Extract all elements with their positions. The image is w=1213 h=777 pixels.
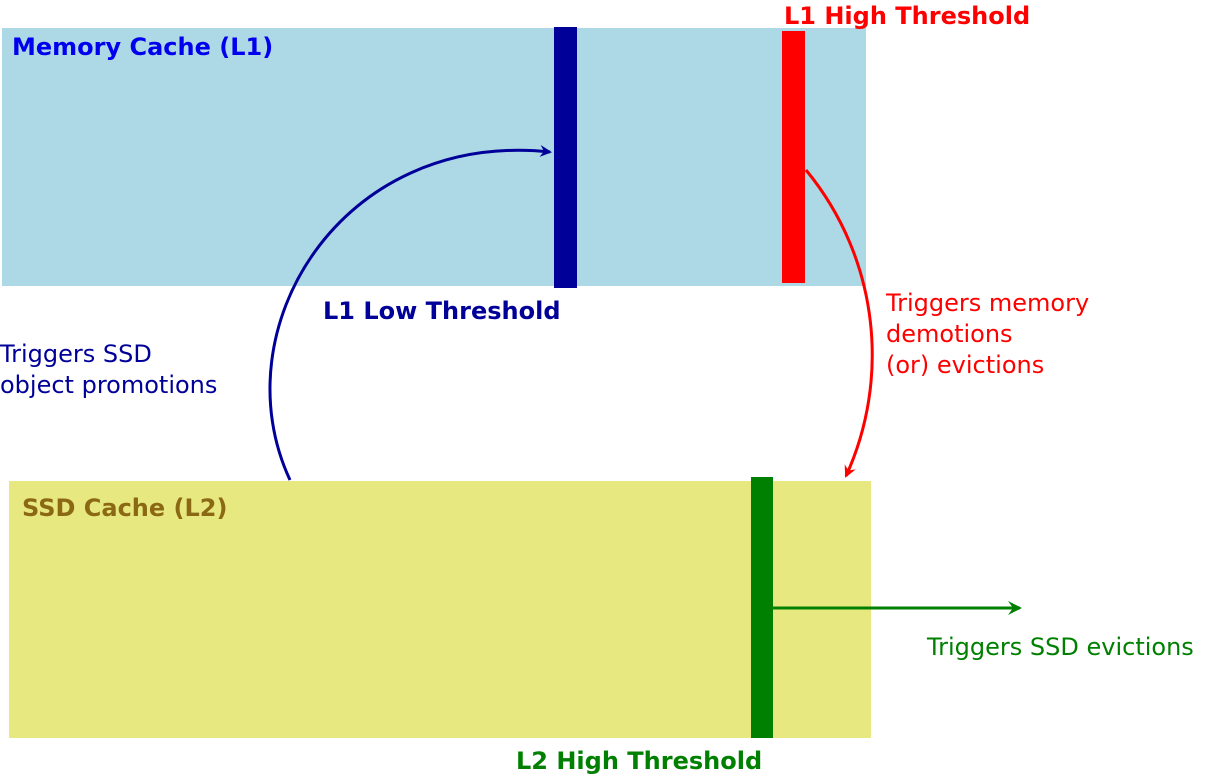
demotion-note-line: demotions bbox=[886, 320, 1013, 348]
l1-title: Memory Cache (L1) bbox=[12, 33, 274, 61]
demotion-arrow bbox=[804, 169, 874, 478]
demotion-note-line: (or) evictions bbox=[886, 351, 1045, 379]
l1-high-threshold-label: L1 High Threshold bbox=[784, 2, 1031, 30]
eviction-note: Triggers SSD evictions bbox=[927, 633, 1194, 661]
l1-memory-cache-block bbox=[2, 28, 866, 286]
l1-high-threshold-bar bbox=[782, 31, 805, 283]
l1-low-threshold-bar bbox=[554, 27, 577, 288]
l2-ssd-cache-block bbox=[9, 481, 871, 738]
promotion-arrow bbox=[268, 145, 552, 481]
demotion-note: Triggers memory demotions (or) evictions bbox=[886, 288, 1089, 381]
l2-title: SSD Cache (L2) bbox=[22, 494, 228, 522]
promotion-note-line: object promotions bbox=[0, 371, 218, 399]
demotion-note-line: Triggers memory bbox=[886, 289, 1090, 317]
promotion-note-line: Triggers SSD bbox=[0, 340, 152, 368]
l2-high-threshold-bar bbox=[751, 477, 773, 738]
l1-low-threshold-label: L1 Low Threshold bbox=[323, 297, 561, 325]
promotion-note: Triggers SSD object promotions bbox=[0, 339, 217, 401]
l2-high-threshold-label: L2 High Threshold bbox=[516, 747, 763, 775]
